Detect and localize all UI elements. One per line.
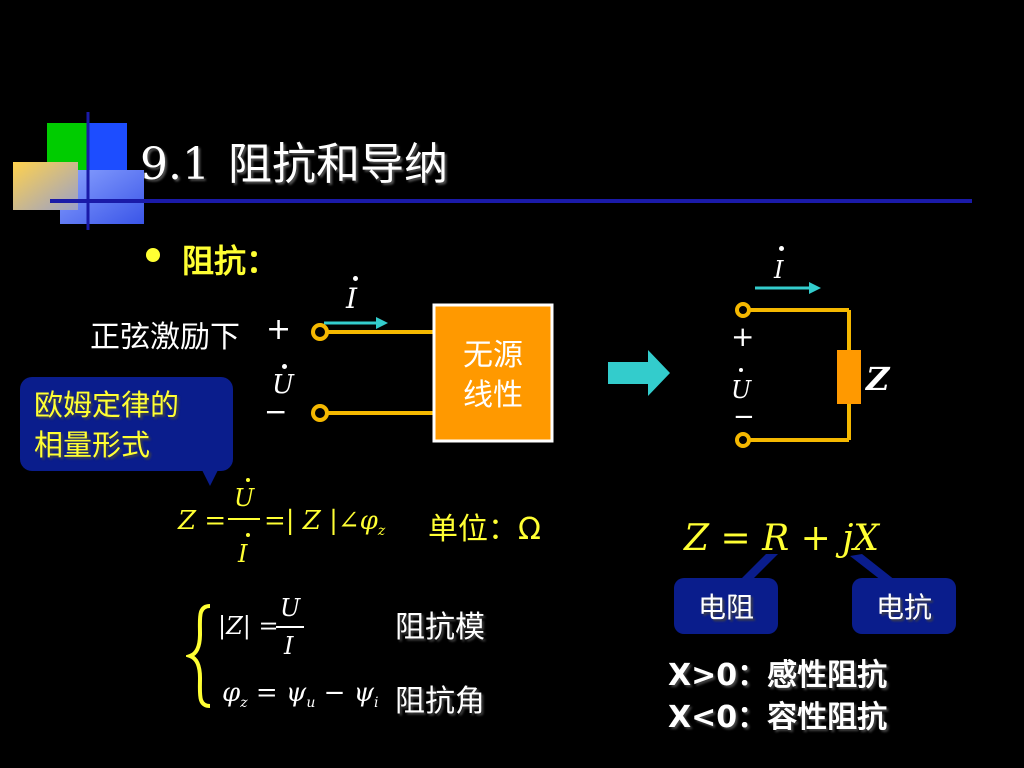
right-plus: + bbox=[731, 320, 755, 353]
impedance-frac-num: U bbox=[234, 484, 255, 512]
frac-num-dot bbox=[246, 478, 250, 482]
frac-den-dot bbox=[246, 533, 250, 537]
title-text: 阻抗和导纳 bbox=[227, 139, 448, 190]
angle-formula: φz = ψu − ψi bbox=[222, 678, 379, 712]
inductive-note: X>0：感性阻抗 bbox=[668, 658, 888, 693]
decorative-logo bbox=[13, 112, 144, 230]
impedance-frac-bar bbox=[228, 518, 260, 520]
complex-impedance-formula: Z = R + jX bbox=[684, 518, 880, 559]
modulus-lhs: |Z| = bbox=[218, 612, 279, 640]
impedance-rhs: =| Z |∠φz bbox=[264, 506, 386, 540]
capacitive-note: X<0：容性阻抗 bbox=[668, 700, 888, 735]
right-current-symbol: I bbox=[774, 256, 784, 284]
modulus-den: I bbox=[284, 632, 294, 660]
page-title: 9.1 阻抗和导纳 bbox=[140, 128, 448, 192]
title-number: 9.1 bbox=[140, 139, 210, 190]
title-rule bbox=[50, 199, 972, 203]
ohms-law-callout: 欧姆定律的 相量形式 bbox=[20, 377, 233, 471]
angle-label: 阻抗角 bbox=[395, 684, 485, 719]
modulus-frac-bar bbox=[276, 626, 304, 628]
left-voltage-symbol: U bbox=[272, 370, 294, 400]
right-voltage-dot bbox=[739, 368, 743, 372]
left-current-symbol: I bbox=[346, 282, 358, 315]
curly-brace bbox=[186, 604, 211, 708]
modulus-num: U bbox=[280, 594, 301, 622]
left-plus: + bbox=[266, 312, 292, 347]
impedance-lhs: Z = bbox=[178, 506, 227, 536]
right-circuit bbox=[735, 282, 861, 448]
modulus-label: 阻抗模 bbox=[395, 610, 485, 645]
reactance-tag: 电抗 bbox=[852, 578, 956, 634]
transform-arrow-icon bbox=[608, 350, 670, 396]
passive-linear-box-label: 无源 线性 bbox=[463, 338, 523, 413]
right-minus: − bbox=[733, 402, 755, 432]
left-minus: − bbox=[264, 395, 288, 428]
left-voltage-dot bbox=[282, 364, 287, 369]
excitation-label: 正弦激励下 bbox=[90, 320, 240, 355]
impedance-frac-den: I bbox=[238, 540, 248, 568]
bullet-dot bbox=[146, 248, 160, 262]
right-voltage-symbol: U bbox=[731, 376, 752, 404]
resistance-tag: 电阻 bbox=[674, 578, 778, 634]
section-heading: 阻抗： bbox=[182, 242, 279, 280]
impedance-symbol: Z bbox=[866, 360, 890, 398]
tag-pointers bbox=[736, 554, 900, 584]
left-current-dot bbox=[353, 276, 358, 281]
right-current-dot bbox=[779, 246, 784, 251]
unit-label: 单位：Ω bbox=[428, 512, 541, 547]
left-circuit bbox=[311, 303, 554, 443]
